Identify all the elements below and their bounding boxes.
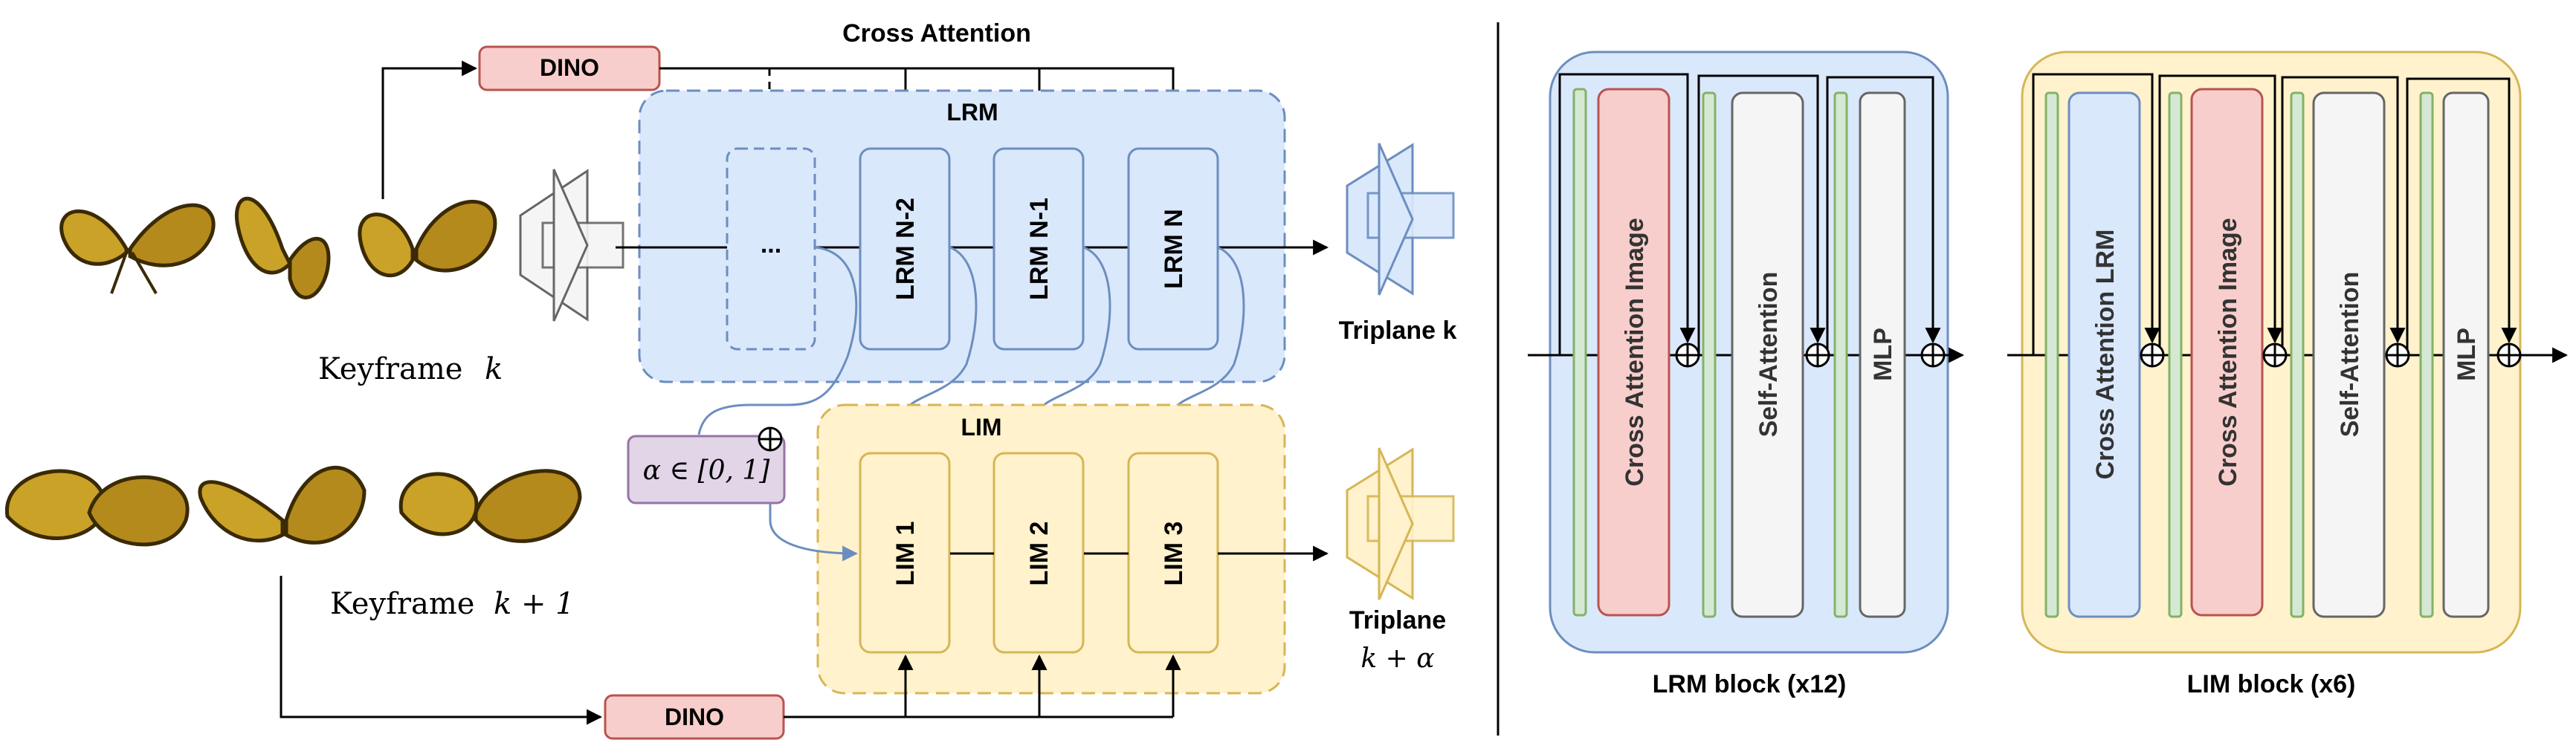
lrm-residual-1 (1558, 73, 1696, 355)
lim-norm-4 (2419, 91, 2434, 618)
add-icon (2385, 343, 2410, 368)
add-icon (1805, 343, 1830, 368)
lrm-block-caption: LRM block (x12) (1653, 670, 1847, 698)
lim-layer-cross-attn-image-label: Cross Attention Image (2214, 218, 2242, 486)
dino-top-label: DINO (540, 54, 599, 81)
keyframe-k-var: k (485, 352, 503, 386)
lim-block-2: LIM 2 (992, 452, 1085, 654)
butterfly-icon (59, 203, 216, 295)
add-icon (2262, 343, 2288, 368)
lrm-block-n1: LRM N-1 (992, 147, 1085, 351)
dino-bottom-label: DINO (665, 704, 724, 730)
lim-norm-2 (2168, 91, 2183, 618)
alpha-to-lim1-arrow (769, 503, 859, 562)
butterfly-icon (198, 465, 367, 545)
lim-norm-1 (2044, 91, 2059, 618)
lim-block-2-label: LIM 2 (1025, 522, 1053, 586)
lrm-block-n2: LRM N-2 (859, 147, 951, 351)
lrm-ellipsis-block (726, 147, 816, 351)
butterfly-icon (235, 196, 331, 299)
lrm-block-n1-label: LRM N-1 (1025, 198, 1053, 300)
lrm-block-n2-label: LRM N-2 (891, 198, 920, 300)
lim-residual-1 (2032, 73, 2160, 355)
butterfly-icon (398, 469, 582, 543)
keyframe-to-dino-arrow (381, 60, 478, 199)
lim-block-1: LIM 1 (859, 452, 951, 654)
lim-block-caption: LIM block (x6) (2187, 670, 2356, 698)
cross-attention-label: Cross Attention (842, 19, 1031, 48)
lim-layer-self-attn-label: Self-Attention (2336, 272, 2364, 438)
lrm-block-n-label: LRM N (1160, 209, 1188, 289)
lim-layer-cross-attn-lrm-label: Cross Attention LRM (2091, 230, 2120, 480)
lim-layer-cross-attn-lrm: Cross Attention LRM (2067, 91, 2141, 618)
keyframe-k1-butterflies (5, 465, 582, 547)
triplane-alpha-var: k + α (1360, 643, 1434, 674)
lrm-residual-3 (1826, 76, 1941, 355)
alpha-add-icon (758, 426, 783, 452)
triplane-k-label: Triplane k (1339, 317, 1457, 345)
alpha-box (627, 435, 786, 504)
triplane-alpha-label: Triplane (1349, 606, 1446, 634)
lim-group-label: LIM (961, 414, 1001, 441)
butterfly-icon (358, 199, 497, 278)
lim-residual-3 (2281, 76, 2406, 355)
lim-norm-3 (2290, 91, 2305, 618)
lrm-group-label: LRM (946, 99, 998, 126)
ellipsis-text: ... (761, 230, 781, 259)
keyframe-k-label: Keyframe (318, 352, 462, 386)
lrm-n-to-lim3-curve (1163, 246, 1245, 452)
lrm-layer-self-attn-label: Self-Attention (1755, 272, 1783, 438)
lrm-to-alpha-curve (697, 246, 858, 435)
lrm-layer-cross-attn-image: Cross Attention Image (1597, 88, 1670, 617)
keyframe-k1-var: k + 1 (494, 587, 575, 621)
lim-layer-cross-attn-image: Cross Attention Image (2190, 88, 2264, 617)
lrm-layer-self-attn: Self-Attention (1731, 91, 1804, 618)
lim-layer-mlp-label: MLP (2453, 328, 2481, 381)
lim-layer-self-attn: Self-Attention (2312, 91, 2386, 618)
lrm-block-n: LRM N (1127, 147, 1219, 351)
triplane-k-icon (1346, 143, 1455, 296)
lim-block-3: LIM 3 (1127, 452, 1219, 654)
add-icon (2496, 343, 2522, 368)
lrm-layer-cross-attn-image-label: Cross Attention Image (1621, 218, 1649, 486)
alpha-label: α ∈ [0, 1] (643, 455, 771, 486)
input-triplane-icon (519, 169, 624, 322)
lrm-layer-mlp-label: MLP (1869, 328, 1897, 381)
lrm-n2-to-lim1-curve (895, 246, 978, 452)
lrm-n1-to-lim2-curve (1029, 246, 1111, 452)
lim-layer-mlp: MLP (2442, 91, 2490, 618)
triplane-alpha-icon (1346, 447, 1455, 600)
add-icon (2140, 343, 2165, 368)
add-icon (1675, 343, 1700, 368)
lrm-norm-3 (1833, 91, 1848, 618)
lim-residual-4 (2406, 77, 2517, 355)
lrm-residual-2 (1697, 74, 1826, 355)
lrm-layer-mlp: MLP (1859, 91, 1906, 618)
lim-block-1-label: LIM 1 (891, 522, 920, 586)
lrm-norm-1 (1572, 88, 1587, 617)
keyframe-k1-label: Keyframe (330, 587, 474, 621)
lim-block-3-label: LIM 3 (1160, 522, 1188, 586)
butterfly-icon (5, 469, 190, 547)
add-icon (1920, 343, 1946, 368)
keyframe-k-butterflies (59, 196, 497, 299)
lrm-norm-2 (1702, 91, 1717, 618)
keyframe-to-dino-bottom-arrow (280, 576, 603, 725)
lim-residual-2 (2158, 74, 2283, 355)
